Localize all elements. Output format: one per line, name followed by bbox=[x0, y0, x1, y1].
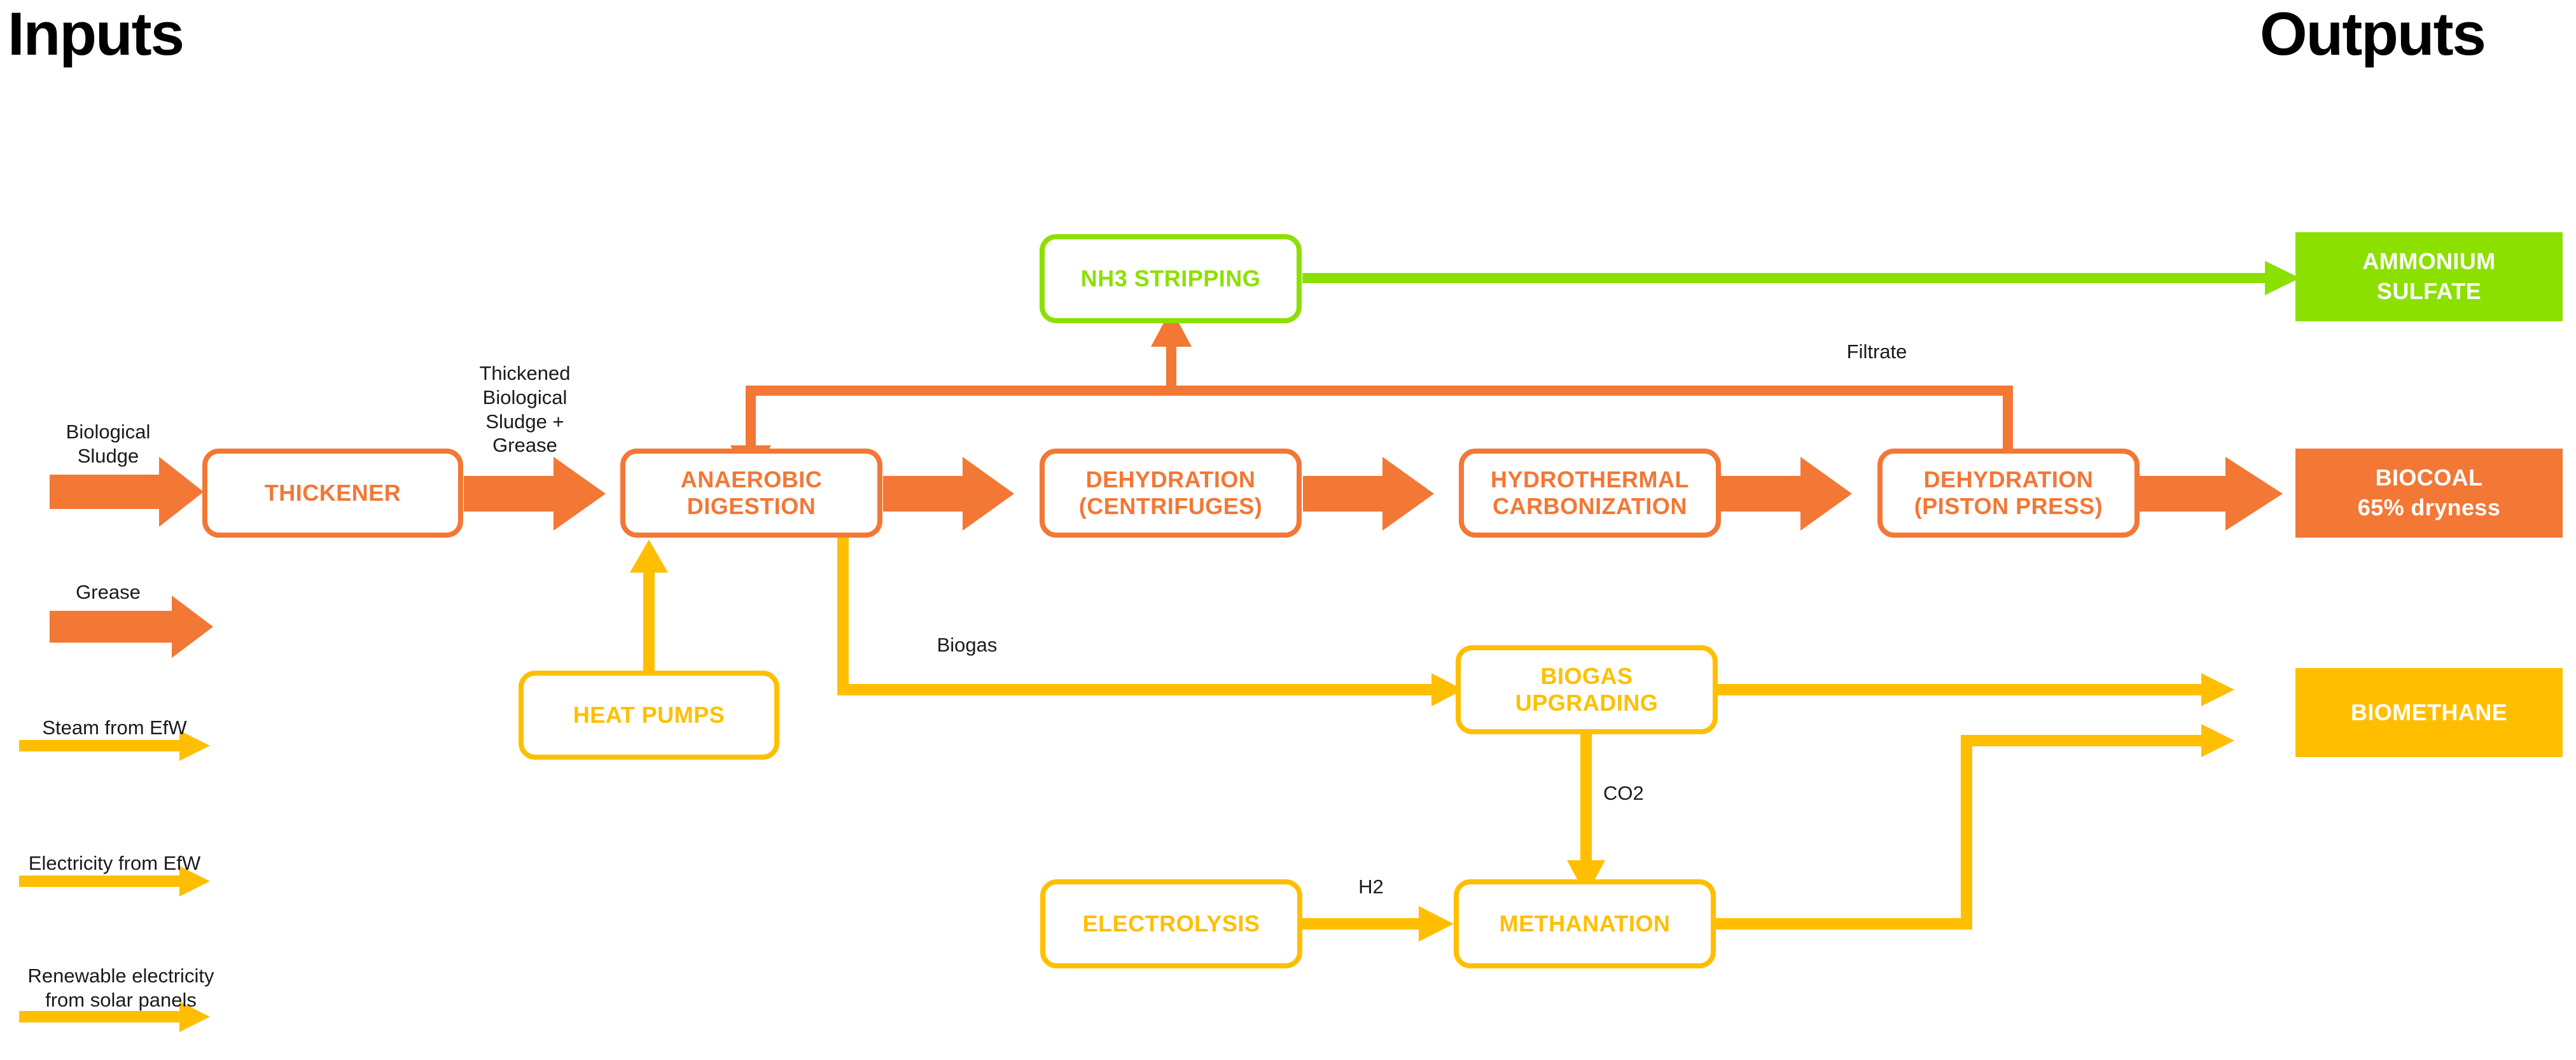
process-box-dehydration-centrifuges[interactable]: DEHYDRATION (CENTRIFUGES) bbox=[1040, 449, 1302, 538]
process-box-electrolysis[interactable]: ELECTROLYSIS bbox=[1040, 879, 1302, 968]
process-label-thickener: THICKENER bbox=[264, 479, 401, 506]
stream-label-thickened-sludge-grease: Thickened Biological Sludge + Grease bbox=[479, 362, 571, 457]
connector-methanation-to-biomethane bbox=[1716, 724, 2234, 930]
process-label-methanation: METHANATION bbox=[1499, 910, 1671, 937]
arrow-dehydration-piston-to-biocoal bbox=[2140, 457, 2283, 531]
process-label-dehydration-piston-press: DEHYDRATION (PISTON PRESS) bbox=[1914, 466, 2103, 519]
process-box-methanation[interactable]: METHANATION bbox=[1454, 879, 1716, 968]
connector-heat-pumps-to-anaerobic bbox=[630, 540, 668, 674]
arrow-thickener-to-anaerobic bbox=[464, 457, 606, 531]
process-label-electrolysis: ELECTROLYSIS bbox=[1082, 910, 1260, 937]
stream-label-co2: CO2 bbox=[1603, 782, 1644, 804]
arrow-dehydration-centrifuges-to-htc bbox=[1303, 457, 1434, 531]
connector-upgrading-to-biomethane bbox=[1718, 673, 2234, 706]
input-label-renewable-solar: Renewable electricity from solar panels bbox=[27, 965, 214, 1011]
process-box-nh3-stripping[interactable]: NH3 STRIPPING bbox=[1040, 234, 1302, 323]
connector-nh3-to-ammonium-sulfate bbox=[1302, 261, 2300, 295]
input-label-grease: Grease bbox=[76, 581, 141, 603]
process-label-anaerobic-digestion: ANAEROBIC DIGESTION bbox=[680, 466, 823, 519]
output-box-biocoal[interactable]: BIOCOAL 65% dryness bbox=[2295, 449, 2563, 538]
connector-co2-to-methanation bbox=[1567, 732, 1605, 896]
output-box-ammonium-sulfate[interactable]: AMMONIUM SULFATE bbox=[2295, 232, 2563, 321]
process-label-biogas-upgrading: BIOGAS UPGRADING bbox=[1515, 662, 1659, 716]
process-box-dehydration-piston-press[interactable]: DEHYDRATION (PISTON PRESS) bbox=[1877, 449, 2140, 538]
arrow-steam-efw-input bbox=[19, 730, 210, 761]
connector-electrolysis-to-methanation bbox=[1302, 906, 1454, 942]
stream-label-biogas: Biogas bbox=[936, 634, 998, 656]
process-box-hydrothermal-carbonization[interactable]: HYDROTHERMAL CARBONIZATION bbox=[1459, 449, 1721, 538]
process-label-nh3-stripping: NH3 STRIPPING bbox=[1080, 265, 1261, 291]
connector-filtrate-to-nh3-stripping bbox=[1151, 309, 1192, 391]
arrow-anaerobic-to-dehydration-centrifuges bbox=[883, 457, 1014, 531]
stream-label-filtrate: Filtrate bbox=[1846, 340, 1907, 363]
process-label-dehydration-centrifuges: DEHYDRATION (CENTRIFUGES) bbox=[1078, 466, 1263, 519]
stream-label-h2: H2 bbox=[1358, 875, 1384, 898]
process-label-hydrothermal-carbonization: HYDROTHERMAL CARBONIZATION bbox=[1491, 466, 1689, 519]
arrow-biological-sludge-input bbox=[50, 457, 204, 527]
process-box-anaerobic-digestion[interactable]: ANAEROBIC DIGESTION bbox=[620, 449, 882, 538]
process-box-biogas-upgrading[interactable]: BIOGAS UPGRADING bbox=[1456, 645, 1718, 734]
input-label-steam-efw: Steam from EfW bbox=[42, 716, 187, 739]
output-label-biomethane: BIOMETHANE bbox=[2351, 699, 2507, 725]
output-label-ammonium-sulfate: AMMONIUM SULFATE bbox=[2362, 248, 2496, 304]
output-box-biomethane[interactable]: BIOMETHANE bbox=[2295, 668, 2563, 757]
inputs-heading: Inputs bbox=[8, 0, 184, 68]
process-label-heat-pumps: HEAT PUMPS bbox=[573, 701, 725, 728]
arrow-htc-to-dehydration-piston bbox=[1721, 457, 1852, 531]
process-box-heat-pumps[interactable]: HEAT PUMPS bbox=[519, 671, 779, 760]
arrow-grease-input bbox=[50, 596, 213, 658]
arrow-renewable-solar-input bbox=[19, 1001, 210, 1032]
output-label-biocoal: BIOCOAL 65% dryness bbox=[2357, 464, 2501, 520]
input-label-biological-sludge: Biological Sludge bbox=[66, 421, 151, 467]
outputs-heading: Outputs bbox=[2260, 0, 2486, 68]
process-box-thickener[interactable]: THICKENER bbox=[202, 449, 463, 538]
connector-biogas-to-upgrading bbox=[837, 533, 1463, 706]
input-label-electricity-efw: Electricity from EfW bbox=[28, 852, 201, 874]
arrow-electricity-efw-input bbox=[19, 866, 210, 896]
